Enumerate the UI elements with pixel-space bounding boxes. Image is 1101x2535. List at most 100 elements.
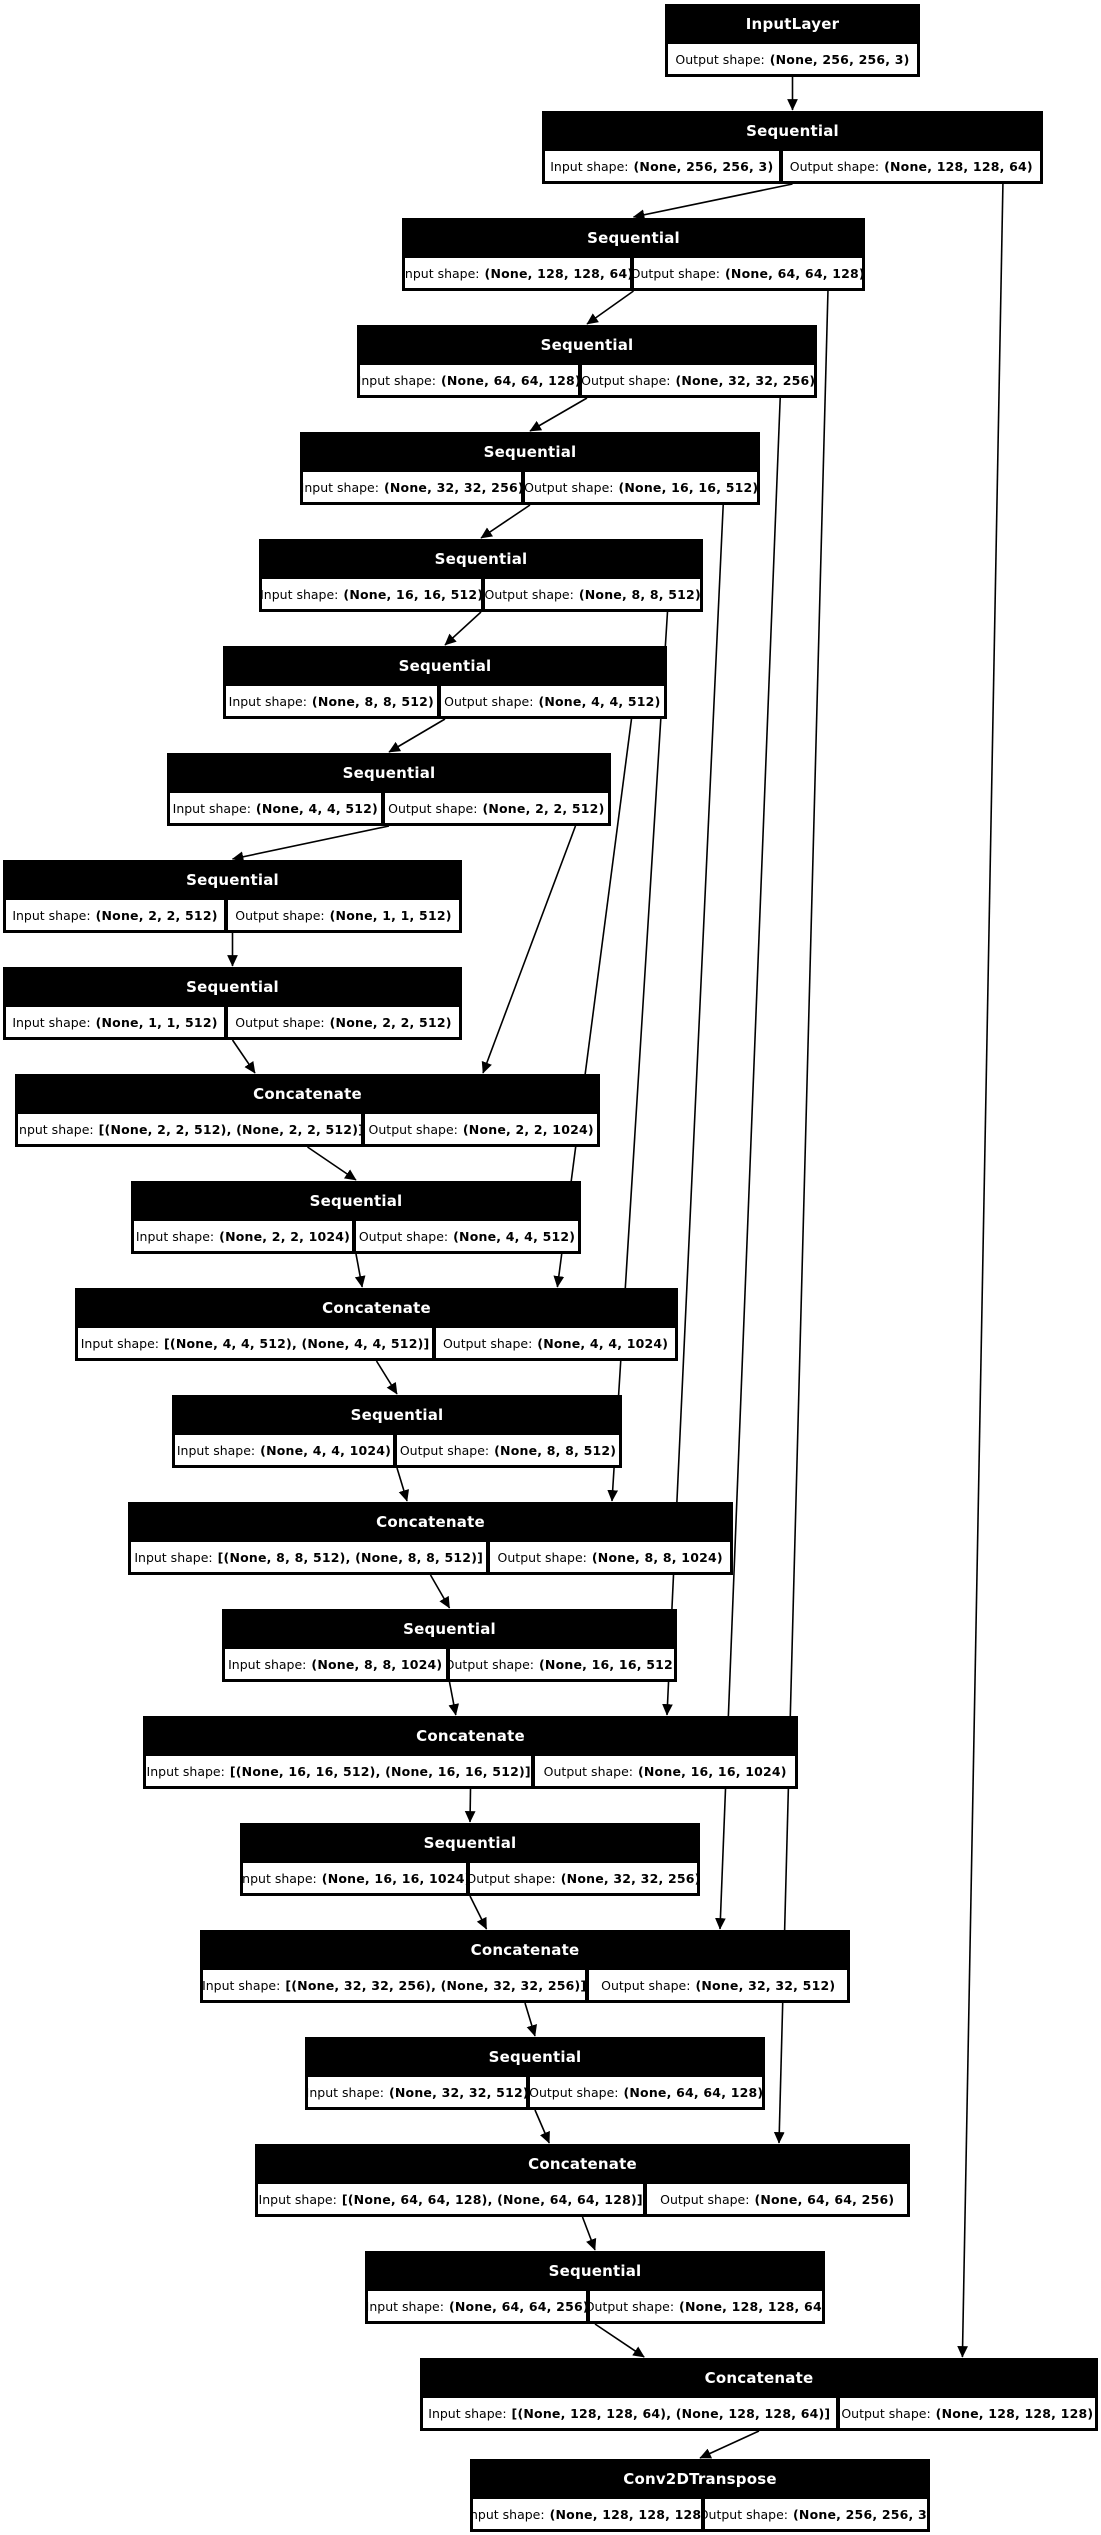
layer-type-title: Sequential bbox=[186, 871, 279, 889]
graph-node-sequential: Sequential Input shape: (None, 32, 32, 2… bbox=[300, 432, 760, 505]
input-shape-label: Input shape: bbox=[176, 1442, 256, 1458]
output-shape-value: (None, 128, 128, 64) bbox=[679, 2298, 822, 2314]
layer-type-title: Concatenate bbox=[470, 1941, 580, 1959]
input-shape-cell: Input shape: (None, 8, 8, 512) bbox=[226, 686, 437, 716]
input-shape-value: (None, 2, 2, 1024) bbox=[219, 1228, 351, 1244]
input-shape-label: Input shape: bbox=[243, 1870, 317, 1886]
input-shape-value: (None, 16, 16, 1024) bbox=[321, 1870, 466, 1886]
input-shape-cell: Input shape: (None, 32, 32, 256) bbox=[303, 472, 522, 502]
output-shape-value: (None, 128, 128, 64) bbox=[884, 158, 1033, 174]
edge-skip-n8-n11 bbox=[481, 825, 577, 1074]
shape-cells-row: Input shape: (None, 1, 1, 512) Output sh… bbox=[6, 1007, 459, 1037]
edge-main-n15-n16 bbox=[429, 1574, 451, 1609]
shape-cells-row: Input shape: (None, 16, 16, 1024) Output… bbox=[243, 1863, 697, 1893]
output-shape-value: (None, 8, 8, 1024) bbox=[591, 1549, 723, 1565]
output-shape-label: Output shape: bbox=[368, 1121, 458, 1137]
layer-type-title: Sequential bbox=[587, 229, 680, 247]
input-shape-cell: Input shape: (None, 32, 32, 512) bbox=[308, 2077, 527, 2107]
input-shape-value: [(None, 2, 2, 512), (None, 2, 2, 512)] bbox=[98, 1121, 362, 1137]
shape-cells-row: Input shape: [(None, 16, 16, 512), (None… bbox=[146, 1756, 795, 1786]
shape-cells-row: Input shape: (None, 256, 256, 3) Output … bbox=[545, 151, 1040, 181]
output-shape-value: (None, 256, 256, 3) bbox=[769, 51, 910, 67]
output-shape-cell: Output shape: (None, 32, 32, 512) bbox=[589, 1970, 847, 2000]
shape-cells-row: Input shape: (None, 16, 16, 512) Output … bbox=[262, 579, 700, 609]
graph-node-sequential: Sequential Input shape: (None, 16, 16, 5… bbox=[259, 539, 703, 612]
output-shape-cell: Output shape: (None, 4, 4, 1024) bbox=[436, 1328, 675, 1358]
input-shape-label: Input shape: bbox=[405, 265, 480, 281]
input-shape-value: [(None, 32, 32, 256), (None, 32, 32, 256… bbox=[285, 1977, 586, 1993]
output-shape-value: (None, 8, 8, 512) bbox=[578, 586, 700, 602]
shape-cells-row: Input shape: (None, 8, 8, 512) Output sh… bbox=[226, 686, 664, 716]
layer-type-title: Concatenate bbox=[528, 2155, 637, 2173]
output-shape-value: (None, 256, 256, 3) bbox=[793, 2506, 927, 2522]
output-shape-cell: Output shape: (None, 4, 4, 512) bbox=[356, 1221, 578, 1251]
output-shape-value: (None, 64, 64, 128) bbox=[725, 265, 862, 281]
shape-cells-row: Input shape: (None, 64, 64, 256) Output … bbox=[368, 2291, 822, 2321]
input-shape-label: Input shape: bbox=[135, 1228, 215, 1244]
output-shape-value: (None, 2, 2, 1024) bbox=[462, 1121, 594, 1137]
shape-cells-row: Input shape: [(None, 8, 8, 512), (None, … bbox=[131, 1542, 730, 1572]
graph-node-sequential: Sequential Input shape: (None, 2, 2, 512… bbox=[3, 860, 462, 933]
shape-cells-row: Input shape: [(None, 128, 128, 64), (Non… bbox=[423, 2398, 1095, 2428]
edge-main-n8-n9 bbox=[231, 825, 390, 863]
graph-node-concatenate: Concatenate Input shape: [(None, 64, 64,… bbox=[255, 2144, 910, 2217]
input-shape-cell: Input shape: [(None, 64, 64, 128), (None… bbox=[258, 2184, 644, 2214]
input-shape-cell: Input shape: [(None, 16, 16, 512), (None… bbox=[146, 1756, 532, 1786]
shape-cells-row: Input shape: [(None, 32, 32, 256), (None… bbox=[203, 1970, 847, 2000]
edge-skip-n6-n15 bbox=[607, 611, 669, 1502]
output-shape-label: Output shape: bbox=[485, 586, 574, 602]
output-shape-cell: Output shape: (None, 16, 16, 512) bbox=[525, 472, 757, 502]
layer-type-title: Sequential bbox=[398, 657, 492, 675]
input-shape-label: Input shape: bbox=[18, 1121, 94, 1137]
input-shape-value: [(None, 8, 8, 512), (None, 8, 8, 512)] bbox=[217, 1549, 484, 1565]
edge-main-n10-n11 bbox=[231, 1039, 256, 1074]
output-shape-label: Output shape: bbox=[444, 693, 534, 709]
output-shape-value: (None, 64, 64, 256) bbox=[754, 2191, 895, 2207]
output-shape-cell: Output shape: (None, 2, 2, 512) bbox=[384, 793, 608, 823]
output-shape-cell: Output shape: (None, 256, 256, 3) bbox=[704, 2499, 927, 2529]
output-shape-value: (None, 4, 4, 512) bbox=[453, 1228, 576, 1244]
output-shape-value: (None, 16, 16, 512) bbox=[539, 1656, 674, 1672]
edge-main-n16-n17 bbox=[448, 1681, 460, 1716]
input-shape-label: Input shape: bbox=[12, 907, 91, 923]
input-shape-cell: Input shape: (None, 16, 16, 512) bbox=[262, 579, 482, 609]
input-shape-cell: Input shape: (None, 4, 4, 512) bbox=[170, 793, 381, 823]
graph-node-sequential: Sequential Input shape: (None, 256, 256,… bbox=[542, 111, 1043, 184]
graph-node-sequential: Sequential Input shape: (None, 8, 8, 512… bbox=[223, 646, 667, 719]
input-shape-cell: Input shape: [(None, 4, 4, 512), (None, … bbox=[78, 1328, 433, 1358]
input-shape-cell: Input shape: (None, 64, 64, 128) bbox=[360, 365, 579, 395]
output-shape-cell: Output shape: (None, 1, 1, 512) bbox=[227, 900, 459, 930]
input-shape-label: Input shape: bbox=[262, 586, 339, 602]
output-shape-label: Output shape: bbox=[543, 1763, 633, 1779]
output-shape-value: (None, 2, 2, 512) bbox=[482, 800, 605, 816]
output-shape-label: Output shape: bbox=[590, 2298, 675, 2314]
output-shape-label: Output shape: bbox=[582, 372, 671, 388]
layer-type-title: Sequential bbox=[423, 1834, 517, 1852]
layer-type-title: InputLayer bbox=[745, 15, 840, 33]
graph-node-inputlayer: InputLayer Output shape: (None, 256, 256… bbox=[665, 4, 920, 77]
edge-main-n2-n3 bbox=[632, 183, 793, 221]
output-shape-cell: Output shape: (None, 128, 128, 128) bbox=[839, 2398, 1095, 2428]
input-shape-value: (None, 32, 32, 256) bbox=[383, 479, 522, 495]
graph-node-sequential: Sequential Input shape: (None, 16, 16, 1… bbox=[240, 1823, 700, 1896]
output-shape-value: (None, 16, 16, 1024) bbox=[637, 1763, 787, 1779]
graph-node-sequential: Sequential Input shape: (None, 2, 2, 102… bbox=[131, 1181, 581, 1254]
input-shape-value: [(None, 16, 16, 512), (None, 16, 16, 512… bbox=[229, 1763, 531, 1779]
output-shape-label: Output shape: bbox=[358, 1228, 449, 1244]
output-shape-cell: Output shape: (None, 2, 2, 1024) bbox=[365, 1114, 597, 1144]
output-shape-label: Output shape: bbox=[470, 1870, 556, 1886]
input-shape-value: [(None, 128, 128, 64), (None, 128, 128, … bbox=[511, 2405, 831, 2421]
output-shape-value: (None, 1, 1, 512) bbox=[329, 907, 452, 923]
edge-main-n4-n5 bbox=[529, 397, 588, 432]
layer-type-title: Conv2DTranspose bbox=[623, 2470, 777, 2488]
layer-type-title: Sequential bbox=[350, 1406, 444, 1424]
output-shape-label: Output shape: bbox=[235, 1014, 325, 1030]
edge-main-n11-n12 bbox=[307, 1146, 357, 1181]
layer-type-title: Sequential bbox=[403, 1620, 496, 1638]
layer-type-title: Sequential bbox=[434, 550, 528, 568]
edge-main-n17-n18 bbox=[464, 1788, 476, 1823]
output-shape-cell: Output shape: (None, 8, 8, 512) bbox=[397, 1435, 619, 1465]
input-shape-value: (None, 128, 128, 64) bbox=[484, 265, 630, 281]
output-shape-label: Output shape: bbox=[704, 2506, 789, 2522]
input-shape-cell: Input shape: (None, 2, 2, 512) bbox=[6, 900, 224, 930]
